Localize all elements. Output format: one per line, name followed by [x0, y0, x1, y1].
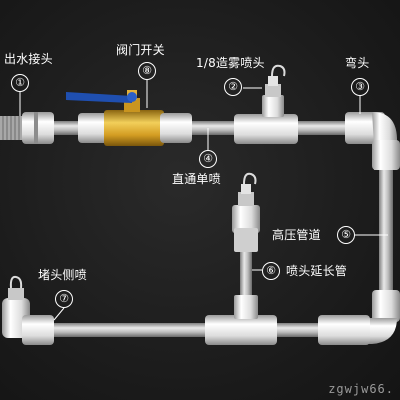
label-nozzle-extension: 喷头延长管 — [286, 264, 348, 278]
badge-6: ⑥ — [262, 262, 280, 280]
watermark: zgwjw66. — [328, 382, 394, 396]
label-mist-nozzle: 1/8造雾喷头 — [196, 56, 265, 70]
badge-4: ④ — [199, 150, 217, 168]
badge-8: ⑧ — [138, 62, 156, 80]
outlet-connector — [0, 112, 54, 144]
label-high-pressure-pipe: 高压管道 — [272, 228, 321, 242]
badge-1: ① — [11, 74, 29, 92]
label-valve-switch: 阀门开关 — [116, 43, 165, 57]
label-end-plug-side-spray: 堵头侧喷 — [38, 268, 87, 282]
pipe-right-vertical — [379, 150, 393, 300]
badge-7: ⑦ — [55, 290, 73, 308]
tee-fitting-bottom-right — [318, 315, 370, 345]
nozzle-extension — [232, 172, 260, 252]
tee-fitting-bottom-middle — [205, 295, 277, 345]
straight-single-spray-fitting — [234, 64, 298, 144]
badge-2: ② — [224, 78, 242, 96]
label-elbow: 弯头 — [345, 56, 370, 70]
badge-5: ⑤ — [337, 226, 355, 244]
ball-valve — [66, 90, 192, 146]
label-outlet-connector: 出水接头 — [4, 52, 53, 66]
badge-3: ③ — [351, 78, 369, 96]
label-straight-single-spray: 直通单喷 — [172, 172, 221, 186]
pipe-top-right — [290, 121, 360, 135]
end-plug-side-spray — [2, 275, 54, 345]
pipe-top-middle — [175, 121, 250, 135]
leader-lines — [19, 80, 388, 321]
elbow-fitting — [345, 112, 400, 170]
